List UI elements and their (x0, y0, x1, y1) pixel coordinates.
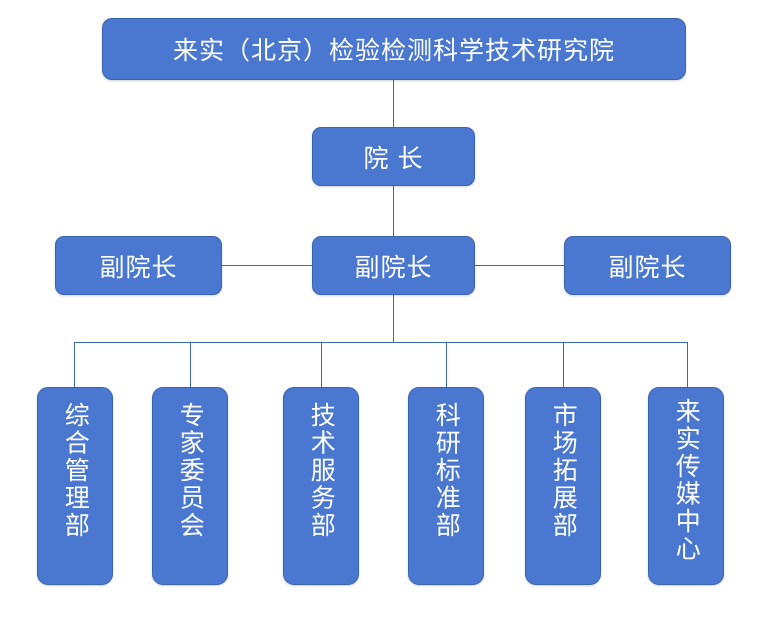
node-department-expert-committee[interactable]: 专家委员会 (152, 387, 228, 585)
node-department-market-development[interactable]: 市场拓展部 (525, 387, 601, 585)
connector-bus-to-department-2 (321, 342, 322, 387)
connector-vice-center-to-left (222, 265, 312, 266)
node-vice-dean-center[interactable]: 副院长 (312, 236, 475, 295)
node-vice-dean-left[interactable]: 副院长 (55, 236, 222, 295)
node-department-media-center[interactable]: 来实传媒中心 (648, 387, 724, 585)
connector-bus-to-department-1 (190, 342, 191, 387)
connector-bus-to-department-5 (687, 342, 688, 387)
node-department-technical-service[interactable]: 技术服务部 (283, 387, 359, 585)
connector-bus-to-department-3 (446, 342, 447, 387)
node-label: 副院长 (608, 253, 687, 282)
node-department-general-management[interactable]: 综合管理部 (37, 387, 113, 585)
connector-root-to-dean (393, 80, 394, 127)
node-dean[interactable]: 院 长 (312, 127, 475, 186)
node-label: 副院长 (99, 253, 178, 282)
connector-bus-to-department-0 (74, 342, 75, 387)
node-label: 副院长 (354, 253, 433, 282)
node-department-research-standards[interactable]: 科研标准部 (408, 387, 484, 585)
node-label: 专家委员会 (176, 402, 205, 540)
node-label: 技术服务部 (307, 402, 336, 540)
node-label: 综合管理部 (61, 402, 90, 540)
node-label: 来实传媒中心 (672, 398, 701, 563)
connector-dean-to-vice-dean (393, 186, 394, 236)
node-label: 院 长 (363, 144, 424, 173)
connector-department-bus (74, 342, 688, 343)
connector-bus-to-department-4 (563, 342, 564, 387)
connector-vice-dean-to-bus (393, 295, 394, 342)
node-institute-root[interactable]: 来实（北京）检验检测科学技术研究院 (102, 18, 686, 80)
node-label: 来实（北京）检验检测科学技术研究院 (172, 37, 615, 65)
node-label: 市场拓展部 (549, 402, 578, 540)
node-label: 科研标准部 (432, 402, 461, 540)
node-vice-dean-right[interactable]: 副院长 (564, 236, 731, 295)
connector-vice-center-to-right (475, 265, 564, 266)
